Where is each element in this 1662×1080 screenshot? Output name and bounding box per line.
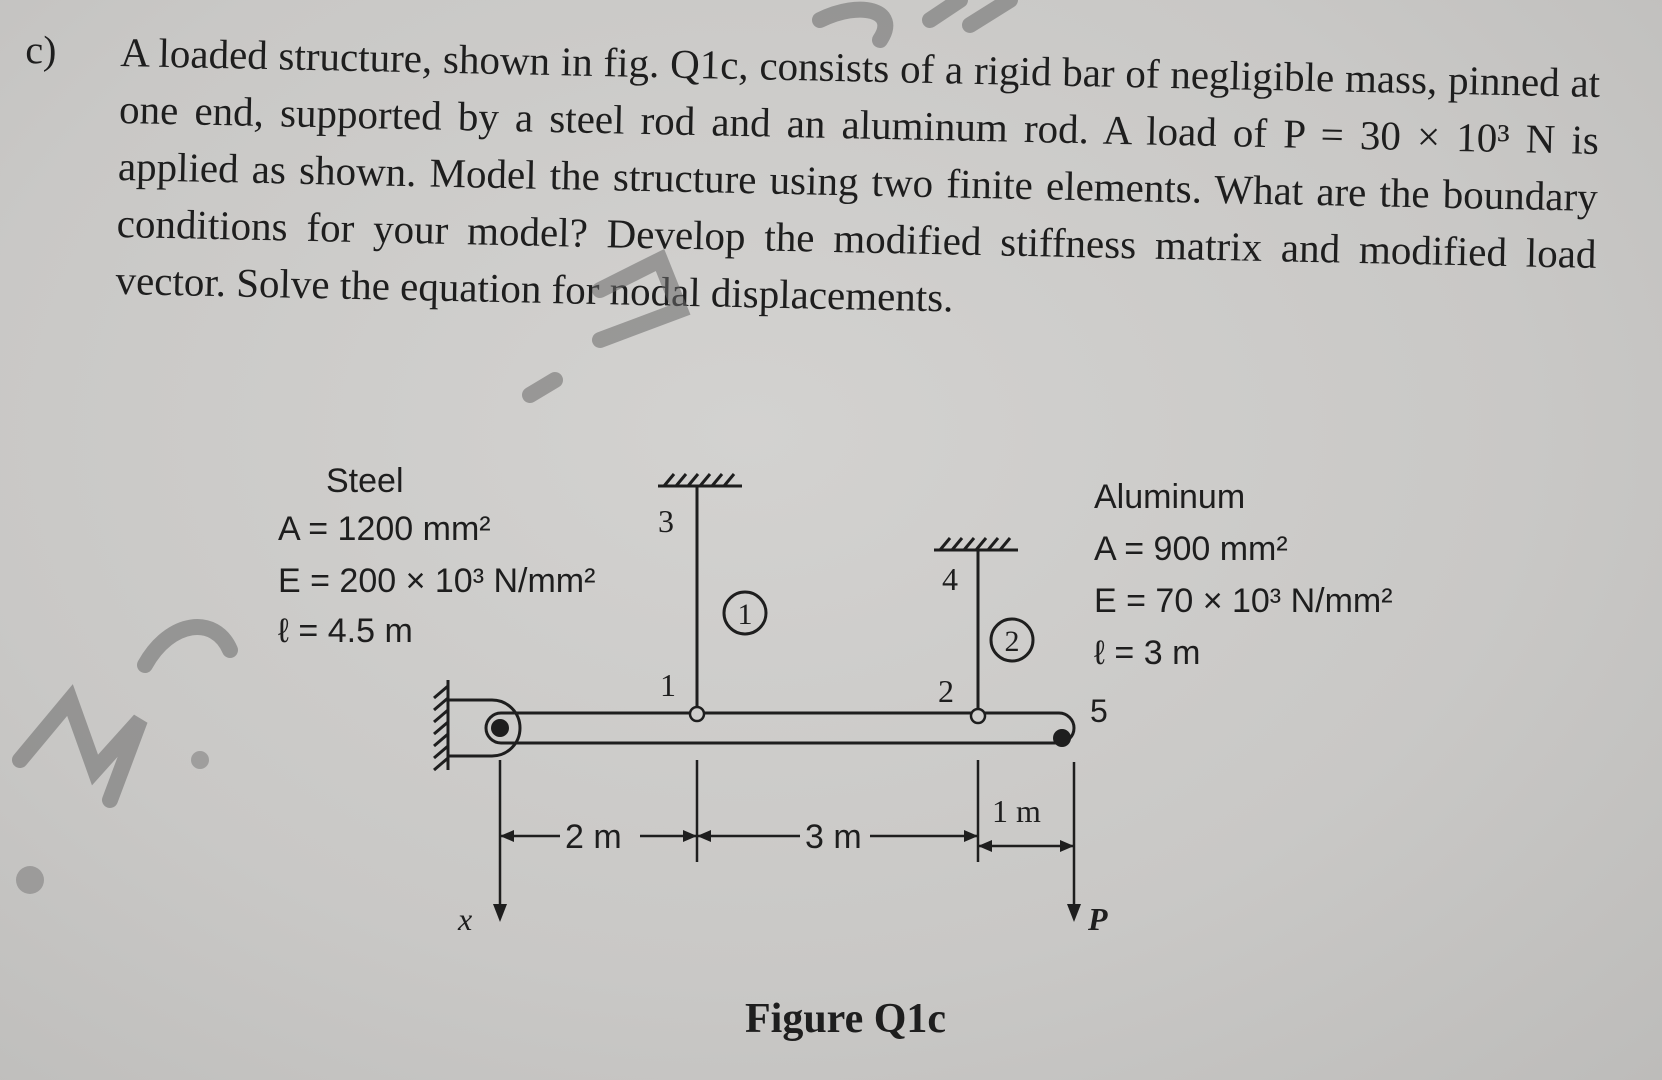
node-label-1: 1 bbox=[660, 667, 676, 703]
load-arrowhead bbox=[1067, 904, 1081, 922]
steel-modulus: E = 200 × 10³ N/mm² bbox=[278, 562, 595, 600]
steel-length: ℓ = 4.5 m bbox=[278, 612, 413, 650]
pin-wall-hatch bbox=[433, 680, 450, 772]
element-2-circle bbox=[989, 617, 1035, 663]
node-label-3: 3 bbox=[658, 503, 674, 539]
aluminum-area: A = 900 mm² bbox=[1094, 530, 1288, 568]
dimension-lines bbox=[498, 760, 1076, 910]
dimension-3m: 3 m bbox=[805, 818, 862, 856]
x-axis-arrowhead bbox=[493, 904, 507, 922]
ceiling-hatch-steel bbox=[658, 473, 742, 488]
node-label-4: 4 bbox=[942, 561, 958, 597]
pin-support bbox=[448, 698, 522, 758]
pin-joint bbox=[491, 719, 509, 737]
steel-area: A = 1200 mm² bbox=[278, 510, 491, 548]
dimension-2m: 2 m bbox=[565, 818, 622, 856]
dimension-arrowheads bbox=[500, 830, 1074, 852]
dimension-1m: 1 m bbox=[992, 793, 1041, 829]
element-label-2: 2 bbox=[1005, 625, 1020, 658]
aluminum-length: ℓ = 3 m bbox=[1094, 634, 1200, 672]
load-label: P bbox=[1087, 901, 1108, 937]
element-label-1: 1 bbox=[738, 598, 753, 631]
figure-caption: Figure Q1c bbox=[745, 996, 946, 1042]
aluminum-title: Aluminum bbox=[1094, 478, 1245, 516]
node-label-2: 2 bbox=[938, 673, 954, 709]
node-2-marker bbox=[969, 707, 987, 725]
element-1-circle bbox=[722, 590, 768, 636]
bar-end-node bbox=[1053, 729, 1071, 747]
rigid-bar bbox=[484, 711, 1076, 745]
steel-title: Steel bbox=[326, 462, 404, 500]
x-axis-label: x bbox=[457, 901, 472, 937]
ceiling-hatch-aluminum bbox=[934, 537, 1018, 552]
aluminum-modulus: E = 70 × 10³ N/mm² bbox=[1094, 582, 1393, 620]
node-1-marker bbox=[688, 705, 706, 723]
node-label-5: 5 bbox=[1090, 693, 1108, 729]
